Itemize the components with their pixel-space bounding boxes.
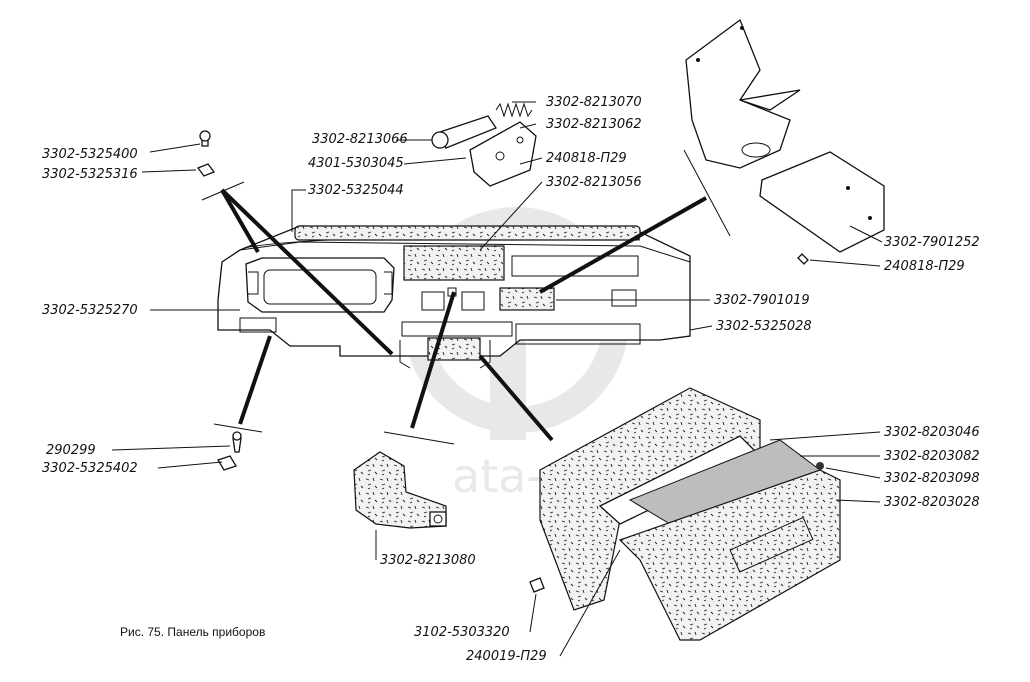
label-3302-5325270: 3302-5325270 <box>42 303 138 318</box>
lock-mechanism <box>431 102 537 187</box>
label-290299: 290299 <box>46 443 96 458</box>
figure-caption: Рис. 75. Панель приборов <box>120 625 265 639</box>
label-240019-P29: 240019-П29 <box>466 649 547 664</box>
label-3302-8213066: 3302-8213066 <box>312 132 408 147</box>
label-3302-5325316: 3302-5325316 <box>42 167 138 182</box>
leader-lines <box>111 101 883 657</box>
label-3302-5325044: 3302-5325044 <box>308 183 404 198</box>
small-fasteners <box>196 130 809 593</box>
glove-box <box>539 387 841 641</box>
defroster-bracket <box>685 18 885 253</box>
assembly-lines <box>201 149 731 445</box>
label-3302-8203028: 3302-8203028 <box>884 495 980 510</box>
label-3302-7901019: 3302-7901019 <box>714 293 810 308</box>
label-3302-8213070: 3302-8213070 <box>546 95 642 110</box>
label-3302-8213080: 3302-8213080 <box>380 553 476 568</box>
label-3302-8203082: 3302-8203082 <box>884 449 980 464</box>
label-3302-5325028: 3302-5325028 <box>716 319 812 334</box>
label-4301-5303045: 4301-5303045 <box>308 156 404 171</box>
label-240818-P29-a: 240818-П29 <box>546 151 627 166</box>
label-3302-7901252: 3302-7901252 <box>884 235 980 250</box>
label-3302-5325400: 3302-5325400 <box>42 147 138 162</box>
label-3302-8213056: 3302-8213056 <box>546 175 642 190</box>
dashboard-panel <box>217 225 691 369</box>
label-3302-8203098: 3302-8203098 <box>884 471 980 486</box>
label-3302-8203046: 3302-8203046 <box>884 425 980 440</box>
label-3302-5325402: 3302-5325402 <box>42 461 138 476</box>
label-240818-P29-b: 240818-П29 <box>884 259 965 274</box>
label-3302-8213062: 3302-8213062 <box>546 117 642 132</box>
hinge-bracket <box>353 451 447 529</box>
label-3102-5303320: 3102-5303320 <box>414 625 510 640</box>
